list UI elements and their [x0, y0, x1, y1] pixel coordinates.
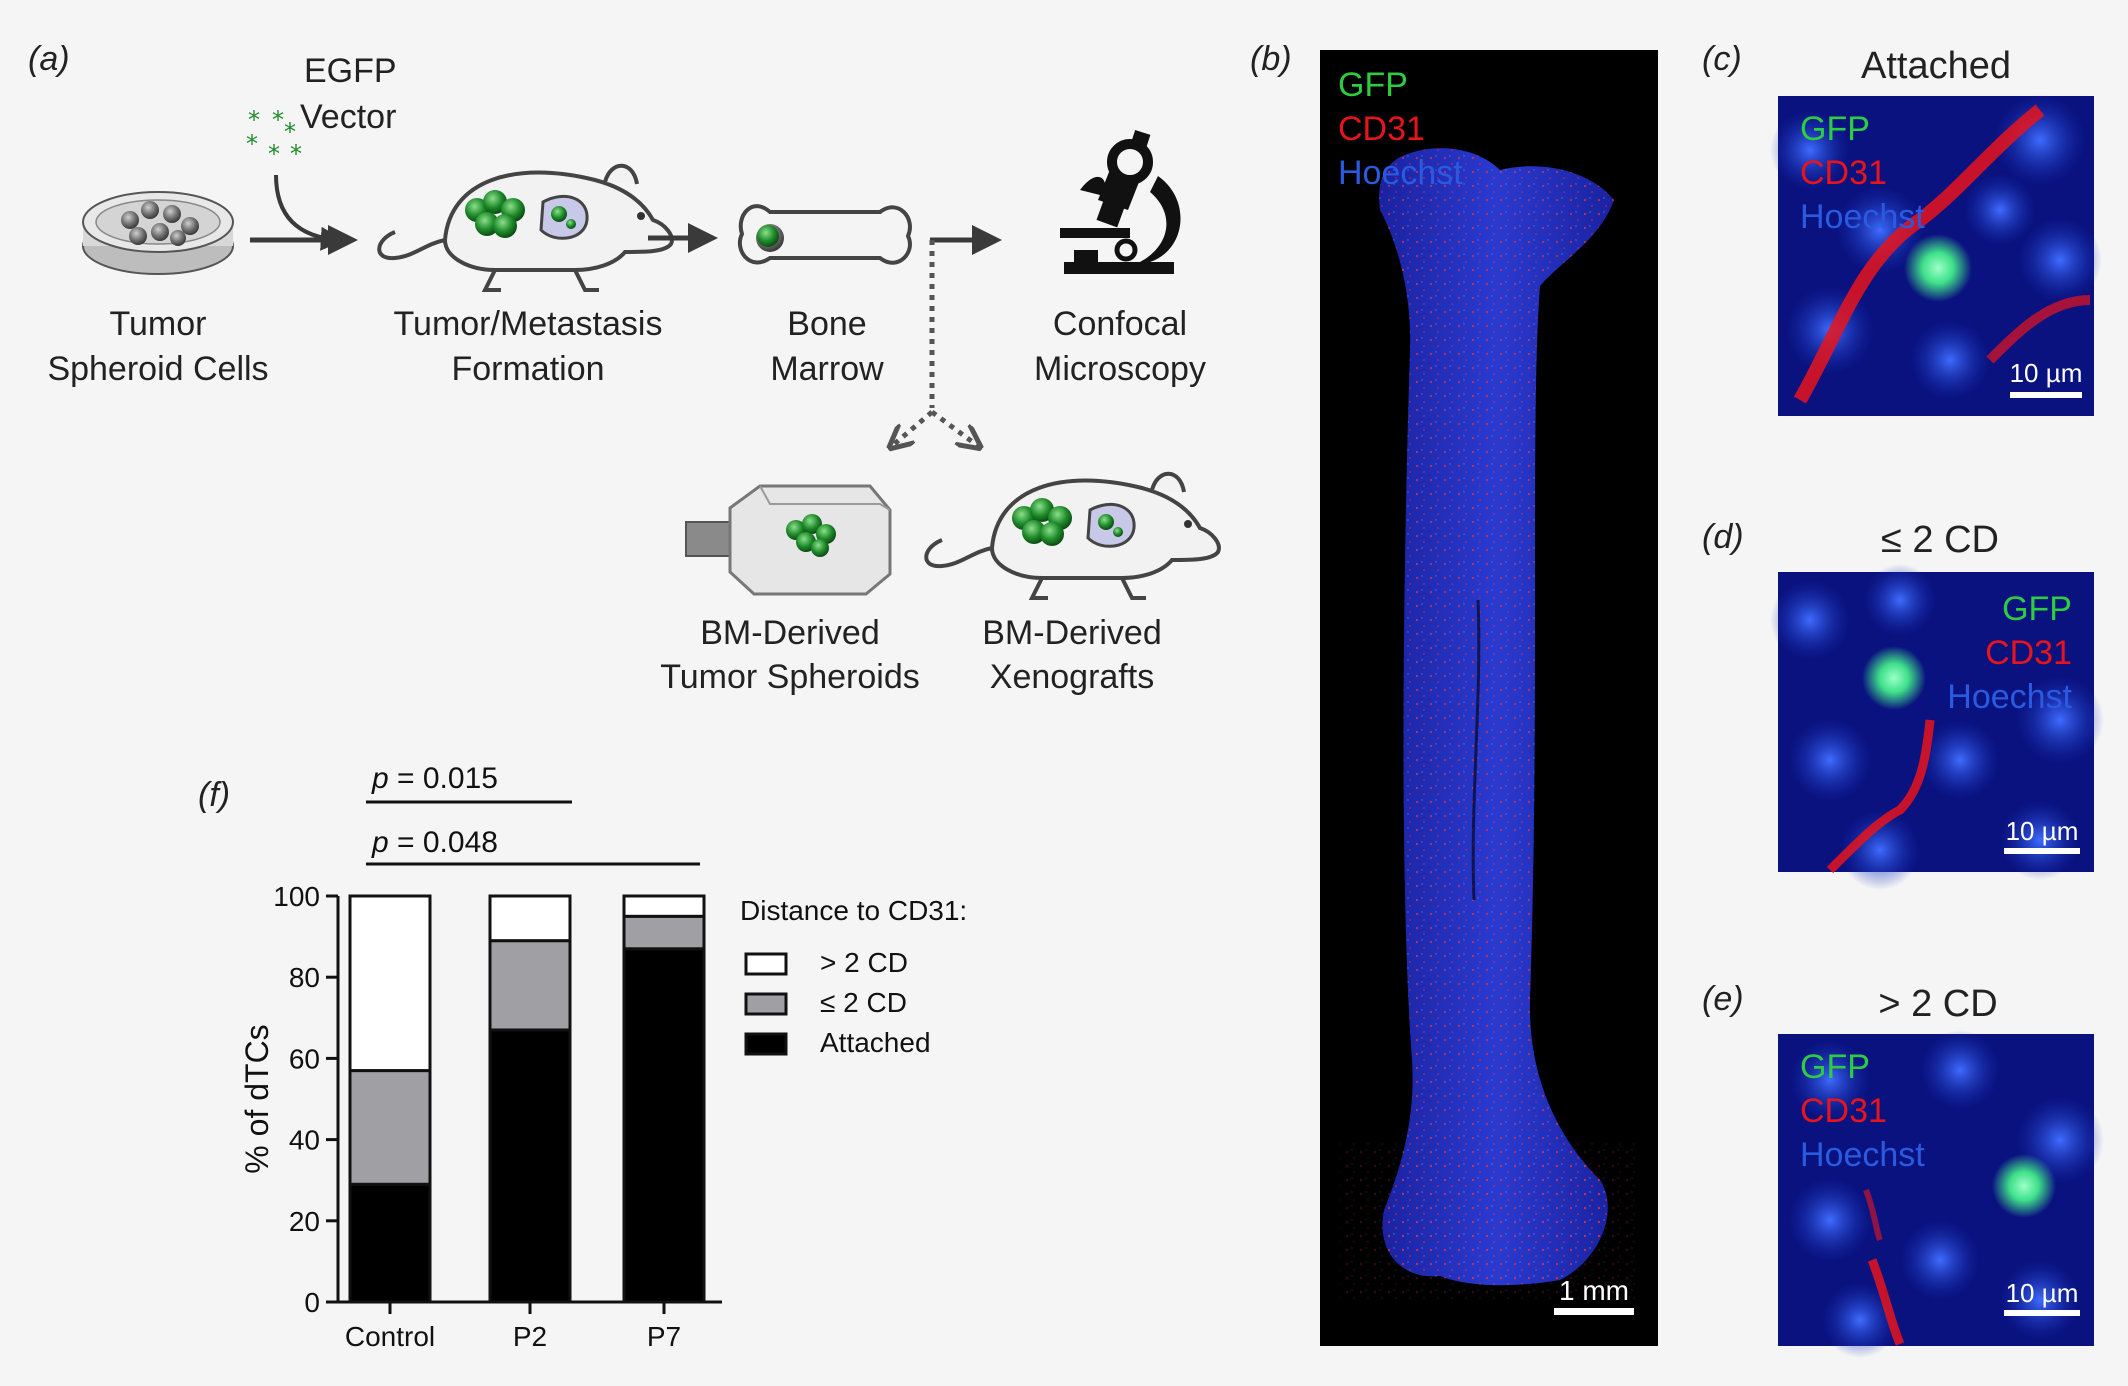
svg-text:*: * — [248, 106, 260, 134]
outcome2-line2: Xenografts — [990, 658, 1154, 696]
d-channel-hoechst: Hoechst — [1947, 678, 2072, 716]
svg-text:*: * — [268, 140, 280, 168]
e-title: > 2 CD — [1878, 983, 1997, 1025]
chart-legend: Distance to CD31: > 2 CD ≤ 2 CD Attached — [740, 895, 967, 1058]
vector-arrow — [274, 174, 345, 251]
y-tick-label: 60 — [289, 1043, 320, 1074]
bone-icon — [738, 204, 912, 265]
svg-text:*: * — [290, 140, 302, 168]
legend-swatch — [744, 992, 788, 1016]
vector-particles-icon: ** ** ** — [246, 106, 302, 168]
bar-segment — [622, 894, 706, 918]
step4-line1: Confocal — [1053, 305, 1187, 343]
mouse-icon-2 — [924, 471, 1221, 600]
bone-micrograph — [1320, 50, 1658, 1346]
d-channel-cd31: CD31 — [1985, 634, 2072, 672]
y-tick-label: 40 — [289, 1125, 320, 1156]
micrograph-c — [1770, 94, 2102, 416]
outcome2-line1: BM-Derived — [982, 614, 1161, 652]
d-channel-gfp: GFP — [2002, 590, 2072, 628]
x-tick-label: P7 — [647, 1321, 681, 1352]
vector-label-line1: EGFP — [304, 52, 397, 90]
bar-segment — [488, 1028, 572, 1304]
petri-dish-icon — [82, 191, 234, 275]
step3-line1: Bone — [787, 305, 866, 343]
outcome1-line1: BM-Derived — [700, 614, 879, 652]
mouse-icon — [377, 163, 674, 292]
legend-entry: Attached — [820, 1027, 931, 1058]
y-tick-label: 20 — [289, 1206, 320, 1237]
dotted-branch-left — [892, 410, 934, 446]
legend-entry: > 2 CD — [820, 947, 908, 978]
legend-title: Distance to CD31: — [740, 895, 967, 926]
bar-segment — [348, 1182, 432, 1304]
pval-1: p = 0.015 — [371, 762, 498, 795]
svg-text:*: * — [284, 118, 296, 146]
step2-line2: Formation — [451, 350, 604, 388]
dotted-branch-right — [930, 409, 978, 446]
y-tick-label: 0 — [304, 1287, 320, 1318]
panel-f-label: (f) — [198, 776, 230, 814]
d-scale-label: 10 µm — [2006, 816, 2079, 846]
panel-a-label: (a) — [28, 40, 70, 78]
svg-text:*: * — [272, 106, 284, 134]
bar-segment — [488, 939, 572, 1032]
pval-2: p = 0.048 — [371, 826, 498, 859]
y-tick-label: 80 — [289, 962, 320, 993]
b-channel-gfp: GFP — [1338, 66, 1408, 104]
micrograph-e — [1778, 1030, 2104, 1358]
x-tick-label: Control — [345, 1321, 435, 1352]
culture-flask-icon — [685, 484, 892, 596]
bar-segment — [348, 1069, 432, 1186]
step1-line1: Tumor — [110, 305, 207, 343]
legend-swatch — [744, 952, 788, 976]
e-scale-label: 10 µm — [2006, 1278, 2079, 1308]
microscope-icon — [1060, 129, 1181, 274]
c-title: Attached — [1861, 45, 2011, 87]
d-title: ≤ 2 CD — [1881, 519, 1999, 561]
b-channel-hoechst: Hoechst — [1338, 154, 1463, 192]
b-scale-label: 1 mm — [1559, 1275, 1629, 1306]
c-scale-label: 10 µm — [2010, 358, 2083, 388]
bar-segment — [348, 894, 432, 1073]
panel-b-label: (b) — [1250, 40, 1292, 78]
c-channel-cd31: CD31 — [1800, 154, 1887, 192]
step1-line2: Spheroid Cells — [47, 350, 268, 388]
step2-line1: Tumor/Metastasis — [394, 305, 663, 343]
bar-segment — [488, 894, 572, 943]
b-channel-cd31: CD31 — [1338, 110, 1425, 148]
bar-segment — [622, 947, 706, 1304]
outcome1-line2: Tumor Spheroids — [660, 658, 920, 696]
micrograph-d — [1770, 564, 2104, 890]
e-channel-gfp: GFP — [1800, 1048, 1870, 1086]
b-scale-bar — [1554, 1308, 1634, 1315]
e-channel-hoechst: Hoechst — [1800, 1136, 1925, 1174]
y-axis-label: % of dTCs — [239, 1024, 275, 1173]
bar-segment — [622, 914, 706, 951]
legend-swatch — [744, 1032, 788, 1056]
c-channel-hoechst: Hoechst — [1800, 198, 1925, 236]
vector-label-line2: Vector — [300, 98, 396, 136]
panel-d-label: (d) — [1702, 518, 1744, 556]
x-tick-label: P2 — [513, 1321, 547, 1352]
legend-entry: ≤ 2 CD — [820, 987, 907, 1018]
svg-text:*: * — [246, 130, 258, 158]
c-channel-gfp: GFP — [1800, 110, 1870, 148]
step3-line2: Marrow — [770, 350, 884, 388]
panel-c-label: (c) — [1702, 40, 1742, 78]
y-tick-label: 100 — [273, 881, 320, 912]
panel-e-label: (e) — [1702, 980, 1744, 1018]
step4-line2: Microscopy — [1034, 350, 1206, 388]
e-channel-cd31: CD31 — [1800, 1092, 1887, 1130]
